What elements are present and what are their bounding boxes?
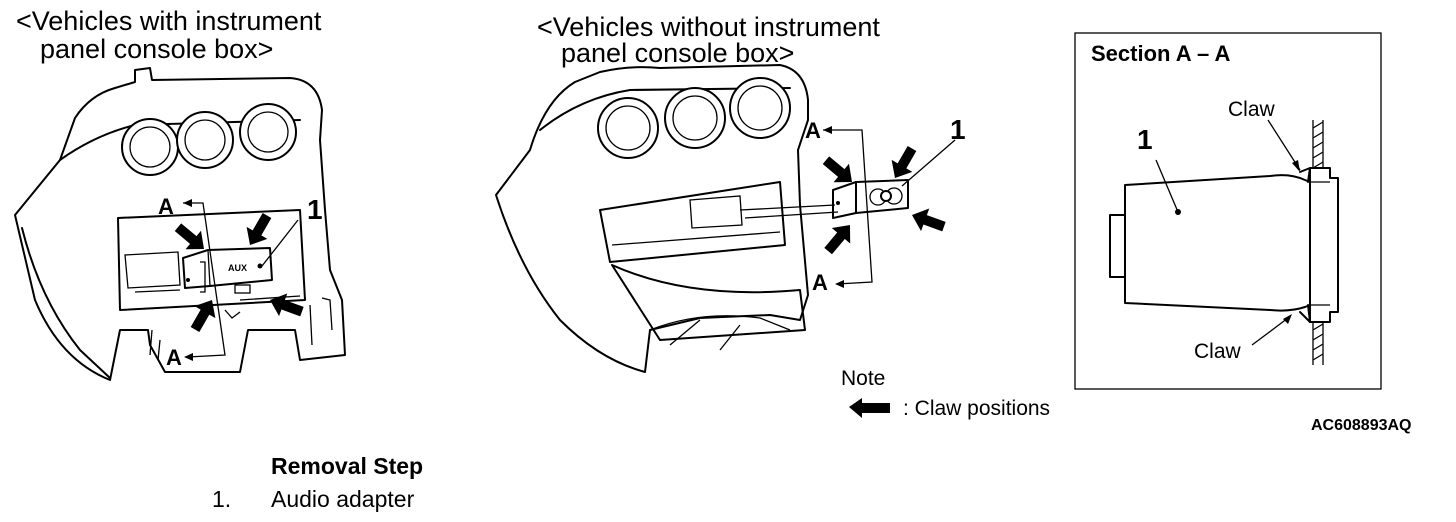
legend-note-heading: Note [841, 367, 886, 390]
figure-code: AC608893AQ [1311, 417, 1412, 434]
claw-label-top: Claw [1228, 98, 1275, 121]
left-part-number: 1 [307, 194, 323, 225]
device-aux-label: AUX [228, 263, 248, 273]
left-view-title-line1: <Vehicles with instrument [16, 6, 322, 36]
section-view-title: Section A – A [1091, 41, 1231, 66]
middle-part-number: 1 [950, 114, 966, 145]
middle-view-title-line1: <Vehicles without instrument [537, 12, 880, 42]
left-view-title-line2: panel console box> [40, 34, 274, 64]
middle-view-title-line2: panel console box> [561, 38, 795, 68]
left-section-label-bottom: A [166, 345, 182, 370]
section-part-number: 1 [1137, 124, 1153, 155]
legend-claw-positions: : Claw positions [903, 397, 1051, 420]
section-view-drawing [1074, 32, 1382, 390]
legend-claw-arrow [849, 398, 890, 418]
left-console-drawing [14, 67, 346, 381]
removal-step-heading: Removal Step [271, 453, 424, 479]
middle-section-label-top: A [805, 118, 821, 143]
removal-step-name: Audio adapter [271, 486, 415, 512]
middle-console-drawing [495, 64, 956, 373]
claw-label-bottom: Claw [1194, 340, 1241, 363]
removal-step-number: 1. [212, 486, 232, 512]
middle-section-label-bottom: A [812, 270, 828, 295]
left-section-label-top: A [158, 194, 174, 219]
